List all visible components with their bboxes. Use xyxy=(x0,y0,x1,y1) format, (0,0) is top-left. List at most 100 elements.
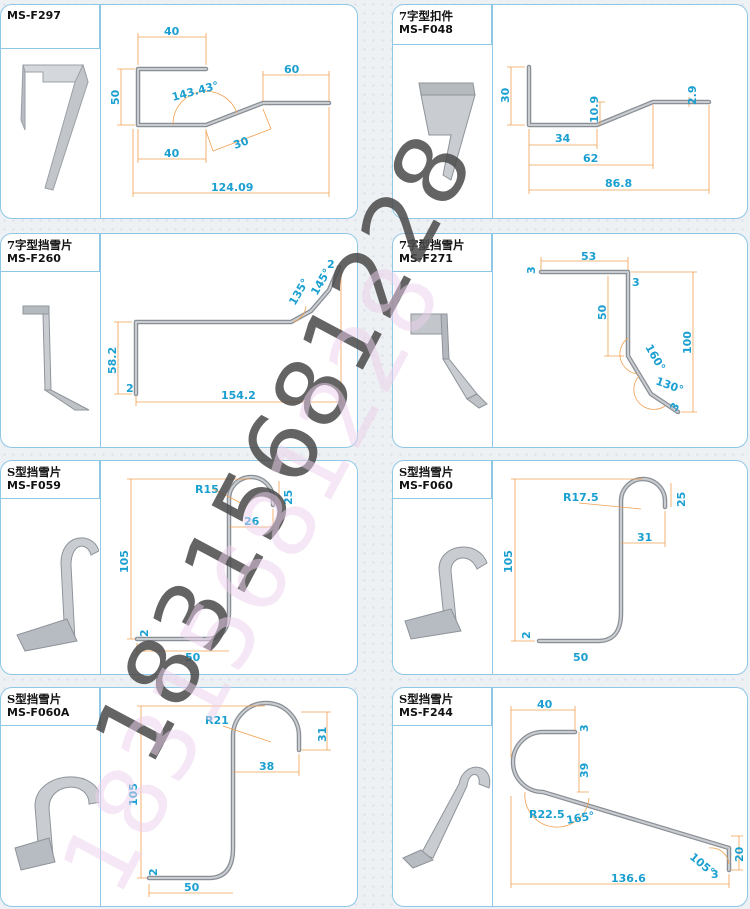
product-photo xyxy=(22,305,90,411)
dimension-label: 50 xyxy=(184,881,200,894)
dimension-label: 50 xyxy=(185,651,201,664)
card-divider xyxy=(100,5,101,218)
product-type: S型挡雪片 xyxy=(7,692,62,706)
product-label: S型挡雪片 MS-F244 xyxy=(393,688,492,726)
card-divider xyxy=(492,5,493,218)
dimension-label: 143.43° xyxy=(170,79,220,104)
dimension-label: 165° xyxy=(565,809,595,827)
dimension-label: 2 xyxy=(520,631,533,639)
dimension-label: 2 xyxy=(126,382,134,395)
card-divider xyxy=(100,688,101,906)
dimension-label: 2 xyxy=(327,258,335,271)
product-label: 7字型挡雪片 MS-F271 xyxy=(393,234,492,272)
dimension-label: 39 xyxy=(578,763,591,778)
dimension-label: 60 xyxy=(284,63,300,76)
card-divider xyxy=(492,234,493,447)
product-type: S型挡雪片 xyxy=(399,465,454,479)
dimension-label: 50 xyxy=(109,89,122,105)
product-code: MS-F271 xyxy=(399,252,453,265)
product-code: MS-F260 xyxy=(7,252,61,265)
dimension-label: 25 xyxy=(282,490,295,505)
product-label: MS-F297 xyxy=(1,5,100,49)
dimension-label: 105 xyxy=(127,783,140,806)
product-photo xyxy=(410,313,488,409)
product-photo xyxy=(418,82,476,181)
product-label: S型挡雪片 MS-F060 xyxy=(393,461,492,499)
dimension-label: R21 xyxy=(205,714,229,727)
product-type: 7字型挡雪片 xyxy=(7,238,73,252)
product-photo xyxy=(404,546,488,640)
dimension-label: 154.2 xyxy=(221,389,256,402)
dimension-label: 34 xyxy=(555,132,571,145)
product-label: 7字型扣件 MS-F048 xyxy=(393,5,492,45)
dimension-label: 62 xyxy=(583,152,598,165)
profile-drawing xyxy=(146,700,302,881)
product-type: S型挡雪片 xyxy=(7,465,62,479)
dimension-label: 3 xyxy=(632,276,640,289)
dimension-label: 58.2 xyxy=(106,347,119,374)
profile-drawing xyxy=(510,729,732,873)
dimension-label: 40 xyxy=(537,698,553,711)
product-code: MS-F060A xyxy=(7,706,70,719)
dimension-label: 2 xyxy=(138,629,151,637)
dimension-label: 38 xyxy=(259,760,274,773)
product-label: S型挡雪片 MS-F060A xyxy=(1,688,100,726)
profile-drawing xyxy=(536,476,668,644)
product-card-ms-f060a: S型挡雪片 MS-F060A 105 R21 31 38 2 50 xyxy=(0,687,358,907)
dimension-label: 30 xyxy=(232,134,251,152)
product-photo xyxy=(16,537,99,652)
dimension-label: 2.9 xyxy=(686,86,699,106)
dimension-label: 31 xyxy=(316,727,329,742)
dimension-label: 40 xyxy=(164,147,180,160)
dimension-label: 25 xyxy=(675,492,688,507)
product-label: S型挡雪片 MS-F059 xyxy=(1,461,100,499)
product-photo xyxy=(20,63,89,191)
product-code: MS-F048 xyxy=(399,23,453,36)
dimension-label: 40 xyxy=(164,25,180,38)
card-divider xyxy=(492,688,493,906)
dimension-label: 3 xyxy=(711,868,719,881)
product-card-ms-f271: 7字型挡雪片 MS-F271 53 3 3 50 100 160° 130° 3 xyxy=(392,233,748,448)
product-code: MS-F244 xyxy=(399,706,453,719)
dimension-label: 20 xyxy=(733,846,746,862)
product-type: S型挡雪片 xyxy=(399,692,454,706)
product-code: MS-F059 xyxy=(7,479,61,492)
dimension-label: 10.9 xyxy=(588,96,601,123)
card-divider xyxy=(100,234,101,447)
dimension-label: R15 xyxy=(195,483,219,496)
product-card-ms-f059: S型挡雪片 MS-F059 105 R15 25 26 2 50 xyxy=(0,460,358,675)
product-photo xyxy=(402,766,491,869)
product-code: MS-F297 xyxy=(7,9,61,22)
dimension-label: 26 xyxy=(244,515,260,528)
product-card-ms-f260: 7字型挡雪片 MS-F260 135° 145° 2 58.2 2 154.2 xyxy=(0,233,358,448)
dimension-label: 160° xyxy=(642,342,667,373)
profile-drawing xyxy=(538,269,681,415)
product-photo xyxy=(14,776,99,871)
product-type: 7字型扣件 xyxy=(399,9,454,23)
dimension-label: 2 xyxy=(147,868,160,876)
dimension-label: 136.6 xyxy=(611,872,646,885)
product-card-ms-f060: S型挡雪片 MS-F060 105 R17.5 25 31 2 50 xyxy=(392,460,748,675)
dimension-label: 31 xyxy=(637,531,652,544)
dimension-label: R22.5 xyxy=(529,808,565,821)
product-card-ms-f297: MS-F297 40 60 50 143.43° 30 40 124.09 xyxy=(0,4,358,219)
dimension-label: 3 xyxy=(578,724,591,732)
dimension-label: 50 xyxy=(596,304,609,320)
card-divider xyxy=(492,461,493,674)
dimension-label: R17.5 xyxy=(563,491,599,504)
product-card-ms-f244: S型挡雪片 MS-F244 40 3 39 R22.5 165° 105° 20… xyxy=(392,687,748,907)
dimension-label: 105 xyxy=(502,550,515,573)
dimension-label: 86.8 xyxy=(605,177,632,190)
dimension-label: 100 xyxy=(681,331,694,354)
dimension-label: 105 xyxy=(118,550,131,573)
dimension-label: 30 xyxy=(499,87,512,103)
dimension-label: 145° xyxy=(308,266,333,297)
product-label: 7字型挡雪片 MS-F260 xyxy=(1,234,100,272)
profile-drawing xyxy=(134,474,276,642)
dimension-label: 53 xyxy=(581,250,596,263)
dimension-label: 3 xyxy=(525,266,538,274)
dimension-label: 124.09 xyxy=(211,181,253,194)
card-divider xyxy=(100,461,101,674)
product-type: 7字型挡雪片 xyxy=(399,238,465,252)
product-code: MS-F060 xyxy=(399,479,453,492)
